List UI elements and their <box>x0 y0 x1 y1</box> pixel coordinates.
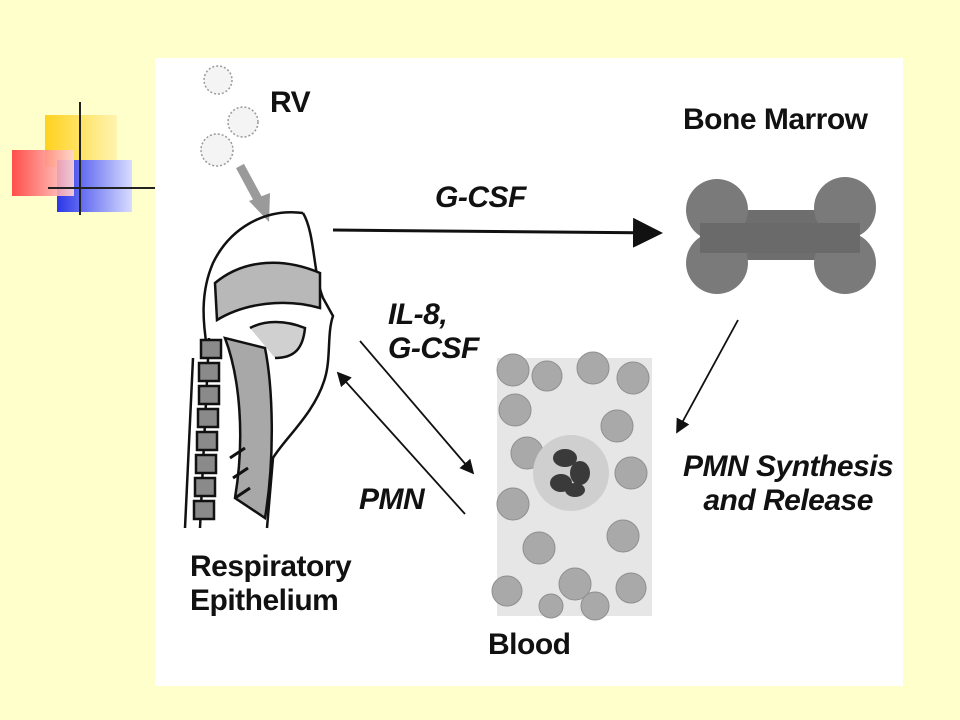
epithelium-line: Epithelium <box>190 584 339 617</box>
pmn-arrow <box>336 371 466 515</box>
il8-gcsf-label: IL-8, G-CSF <box>388 298 479 366</box>
diagram-graphics <box>183 65 876 621</box>
pmn-release-arrow <box>676 319 739 434</box>
gcsf-label-line: G-CSF <box>388 332 479 365</box>
infection-arrow <box>236 163 270 222</box>
bone-marrow-label: Bone Marrow <box>683 103 868 136</box>
diagram-panel: RV Bone Marrow G-CSF IL-8, G-CSF PMN PMN… <box>155 58 903 686</box>
blood-label: Blood <box>488 628 571 661</box>
respiratory-line: Respiratory <box>190 550 352 583</box>
gcsf-arrow <box>332 217 663 248</box>
slide-ornament <box>12 102 155 215</box>
blood-smear-image <box>491 351 652 621</box>
gcsf-label: G-CSF <box>435 181 526 214</box>
il8-arrow <box>359 340 475 475</box>
virus-particles <box>200 65 259 167</box>
respiratory-epithelium-label: Respiratory Epithelium <box>190 550 352 618</box>
pmn-label: PMN <box>359 483 425 516</box>
il8-label-line: IL-8, <box>388 298 448 331</box>
and-release-line: and Release <box>703 484 873 517</box>
bone-illustration <box>686 177 876 294</box>
respiratory-tract-illustration <box>183 210 335 529</box>
pmn-synthesis-label: PMN Synthesis and Release <box>683 450 894 518</box>
pmn-synthesis-line: PMN Synthesis <box>683 450 894 483</box>
virus-label: RV <box>270 86 311 119</box>
